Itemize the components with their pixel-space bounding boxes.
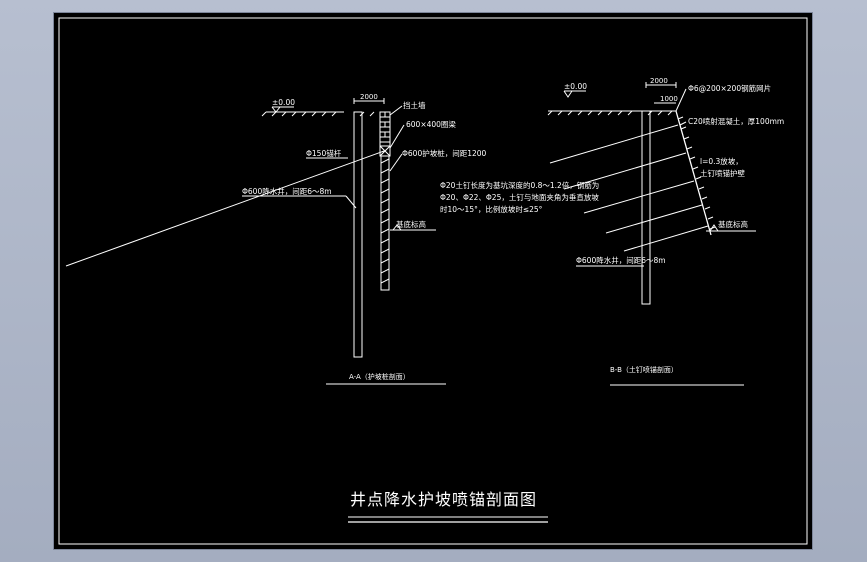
slope-label-2: 土钉喷锚护壁 [700,168,745,178]
pit-bottom-label-b: 基底标高 [718,219,748,229]
retaining-wall-label: 挡土墙 [403,100,426,110]
anchor-rod [65,150,385,267]
dim-2000-a: 2000 [360,93,378,101]
nail-spec-line2: Φ20、Φ22、Φ25，土钉与地面夹角为垂直放坡 [440,192,599,202]
soil-nail [605,204,703,234]
pile-label: Φ600护坡桩，间距1200 [402,148,487,158]
concrete-label: C20喷射混凝土，厚100mm [688,116,784,126]
pit-bottom-label-a: 基底标高 [396,219,426,229]
section-b: ±0.00 [440,77,784,386]
section-a: ±0.00 2000 [65,93,487,385]
slope-label-1: l=0.3放坡， [700,156,743,166]
beam-label: 600×400圈梁 [406,120,456,129]
slope-hatch [677,116,716,230]
ground-hatch-a [261,111,375,117]
nail-spec-line1: Φ20土钉长度为基坑深度的0.8～1.2倍，钢筋为 [440,180,599,190]
section-a-caption: A-A（护坡桩剖面） [349,372,410,381]
drawing-sheet: ±0.00 2000 [54,13,812,549]
dim-2000-b: 2000 [650,77,668,85]
well-label-a: Φ600降水井，间距6～8m [242,186,332,196]
brick-pattern [380,112,390,143]
soil-nails [549,124,709,252]
dewatering-well-b [641,110,651,305]
drawing-title: 井点降水护坡喷锚剖面图 [350,490,537,509]
ground-level-label-b: ±0.00 [564,82,587,91]
ground-hatch-b [547,110,673,116]
dewatering-well-a [353,111,363,358]
drawing-canvas: ±0.00 2000 [58,17,808,545]
soil-nail [563,152,687,190]
pile-hatch [380,158,390,284]
mesh-label: Φ6@200×200钢筋网片 [688,83,771,93]
slope-face [675,110,712,236]
well-label-b: Φ600降水井，间距6～8m [576,255,666,265]
ground-level-label-a: ±0.00 [272,98,295,107]
inner-frame [58,17,808,545]
dim-1000-b: 1000 [660,95,678,103]
soil-nail [583,180,695,214]
section-b-caption: B-B（土钉喷锚剖面） [610,365,678,374]
soil-nail [623,225,709,252]
nail-spec-line3: 时10～15°，比例放坡时≤25° [440,204,543,214]
soil-nail [549,124,679,164]
anchor-label: Φ150锚杆 [306,148,342,158]
